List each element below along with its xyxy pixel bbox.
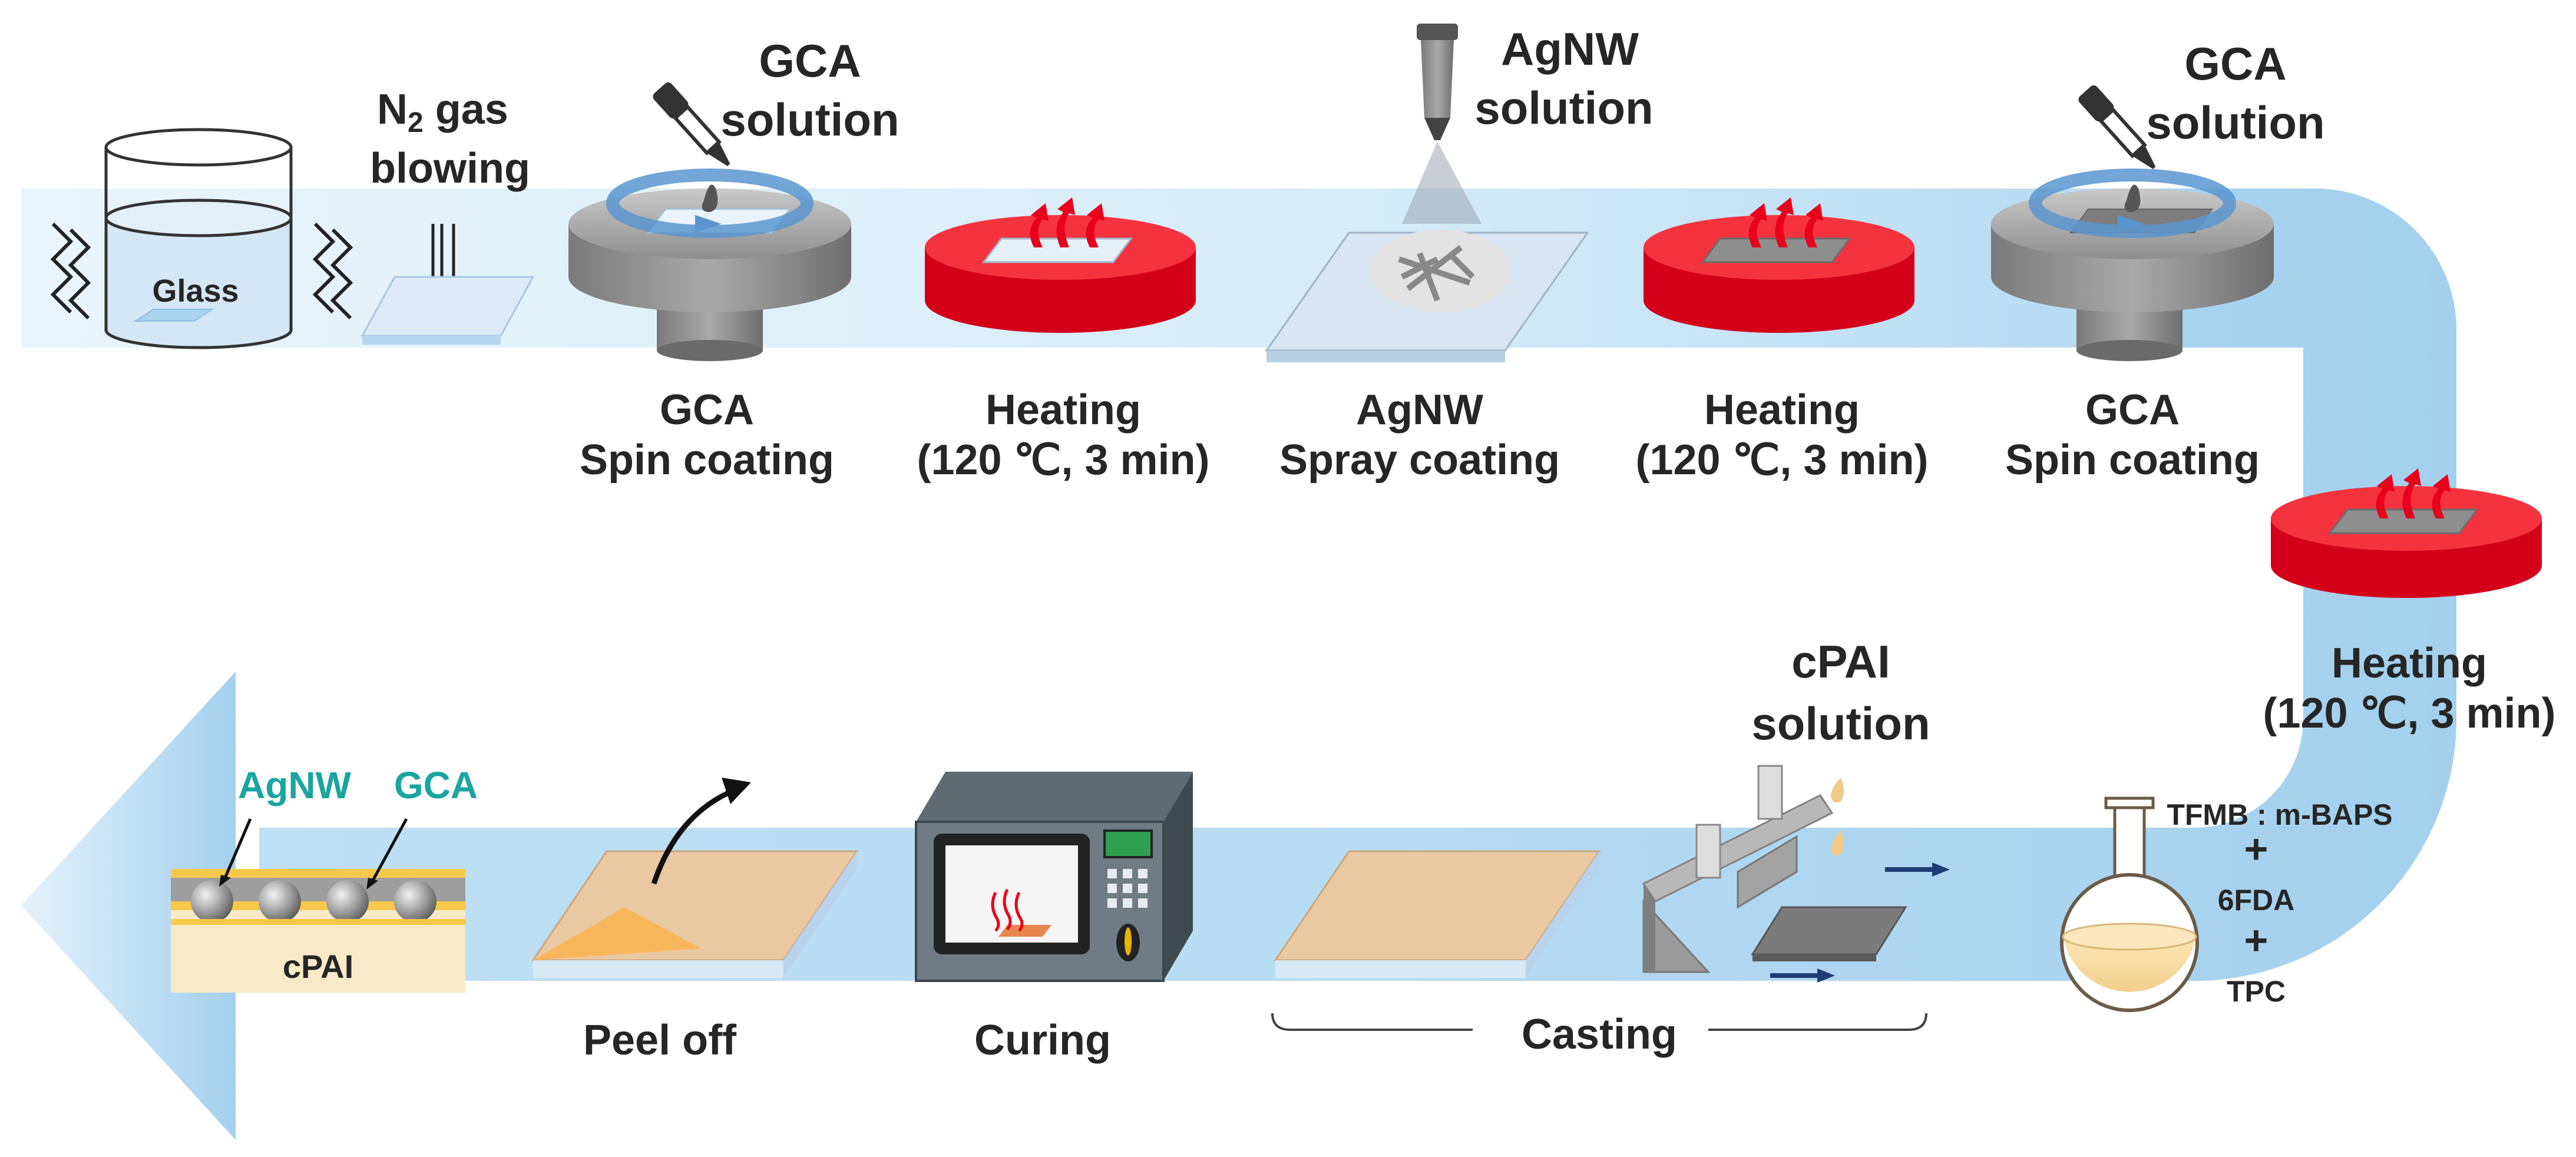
gca2-step-label-2: Spin coating: [2005, 437, 2260, 484]
spin-coater-2: GCA solution GCA Spin coating: [1991, 38, 2325, 484]
plus-1: +: [2244, 826, 2269, 872]
stack-gca-label: GCA: [394, 764, 478, 806]
curved-arrow-icon: [651, 786, 738, 885]
stack-cpai-label: cPAI: [283, 948, 353, 985]
heat3-label-2: (120 ℃, 3 min): [2263, 690, 2555, 737]
hot-plate-2: Heating (120 ℃, 3 min): [1635, 197, 1929, 484]
gca2-solution-label-1: GCA: [2184, 38, 2286, 90]
gca1-solution-label-2: solution: [720, 94, 899, 146]
casting-label: Casting: [1522, 1011, 1677, 1058]
cpai-solution-label-2: solution: [1751, 697, 1930, 749]
agnw-solution-label-1: AgNW: [1501, 23, 1639, 75]
curing-label: Curing: [974, 1017, 1111, 1064]
curing-oven: Curing: [915, 772, 1193, 1064]
gca1-solution-label-1: GCA: [759, 35, 861, 87]
cpai-solution-label-1: cPAI: [1791, 636, 1890, 687]
peel-off-label: Peel off: [583, 1017, 737, 1064]
spin-coater-1: GCA solution GCA Spin coating: [568, 35, 900, 484]
n2-label: N2 gas: [377, 86, 508, 138]
glass-beaker: Glass: [50, 128, 353, 349]
spray-coater: AgNW solution AgNW Spray coating: [1265, 23, 1654, 484]
hot-plate-3: Heating (120 ℃, 3 min): [2263, 468, 2556, 737]
heat-arrows-icon: [2376, 468, 2451, 518]
plus-2: +: [2244, 917, 2269, 963]
reagent-1: TFMB : m-BAPS: [2167, 798, 2392, 831]
stack-agnw-label: AgNW: [238, 764, 352, 806]
n2-blowing: N2 gas blowing: [361, 86, 535, 345]
nanowire-icon: [1398, 245, 1475, 302]
heat2-label-1: Heating: [1704, 386, 1860, 434]
blowing-label: blowing: [370, 145, 530, 192]
heat1-label-2: (120 ℃, 3 min): [917, 437, 1209, 484]
film-applicator: cPAI solution: [1642, 636, 1950, 983]
heat2-label-2: (120 ℃, 3 min): [1635, 437, 1928, 484]
reaction-flask: TFMB : m-BAPS + 6FDA + TPC: [2060, 796, 2393, 1012]
gca1-step-label-2: Spin coating: [580, 437, 834, 484]
ultrasonic-wave-right-icon: [312, 222, 353, 320]
dropper-icon: [653, 82, 730, 167]
gca2-step-label-1: GCA: [2085, 386, 2180, 434]
final-electrode-stack: AgNW GCA cPAI: [171, 764, 478, 993]
heat-arrows-icon: [1748, 197, 1823, 247]
hot-plate-1: Heating (120 ℃, 3 min): [917, 197, 1210, 484]
reagent-2: 6FDA: [2218, 884, 2295, 917]
agnw-step-label-1: AgNW: [1356, 386, 1483, 434]
gca1-step-label-1: GCA: [660, 386, 754, 434]
cast-film: [1274, 850, 1601, 978]
gca2-solution-label-2: solution: [2146, 97, 2324, 148]
output-arrowhead: [21, 672, 236, 1140]
ultrasonic-wave-left-icon: [50, 222, 91, 320]
dropper-icon: [2078, 85, 2156, 170]
glass-label: Glass: [152, 273, 239, 309]
spray-nozzle-icon: [1417, 24, 1458, 140]
heat1-label-1: Heating: [986, 386, 1141, 434]
heat3-label-1: Heating: [2332, 640, 2487, 687]
casting-bracket: [1271, 1013, 1927, 1031]
peel-off: Peel off: [531, 778, 859, 1064]
direction-arrow-icon: [1770, 862, 1950, 983]
agnw-step-label-2: Spray coating: [1279, 437, 1560, 484]
heat-arrows-icon: [1030, 197, 1105, 247]
agnw-solution-label-2: solution: [1474, 82, 1653, 134]
reagent-3: TPC: [2227, 975, 2286, 1008]
